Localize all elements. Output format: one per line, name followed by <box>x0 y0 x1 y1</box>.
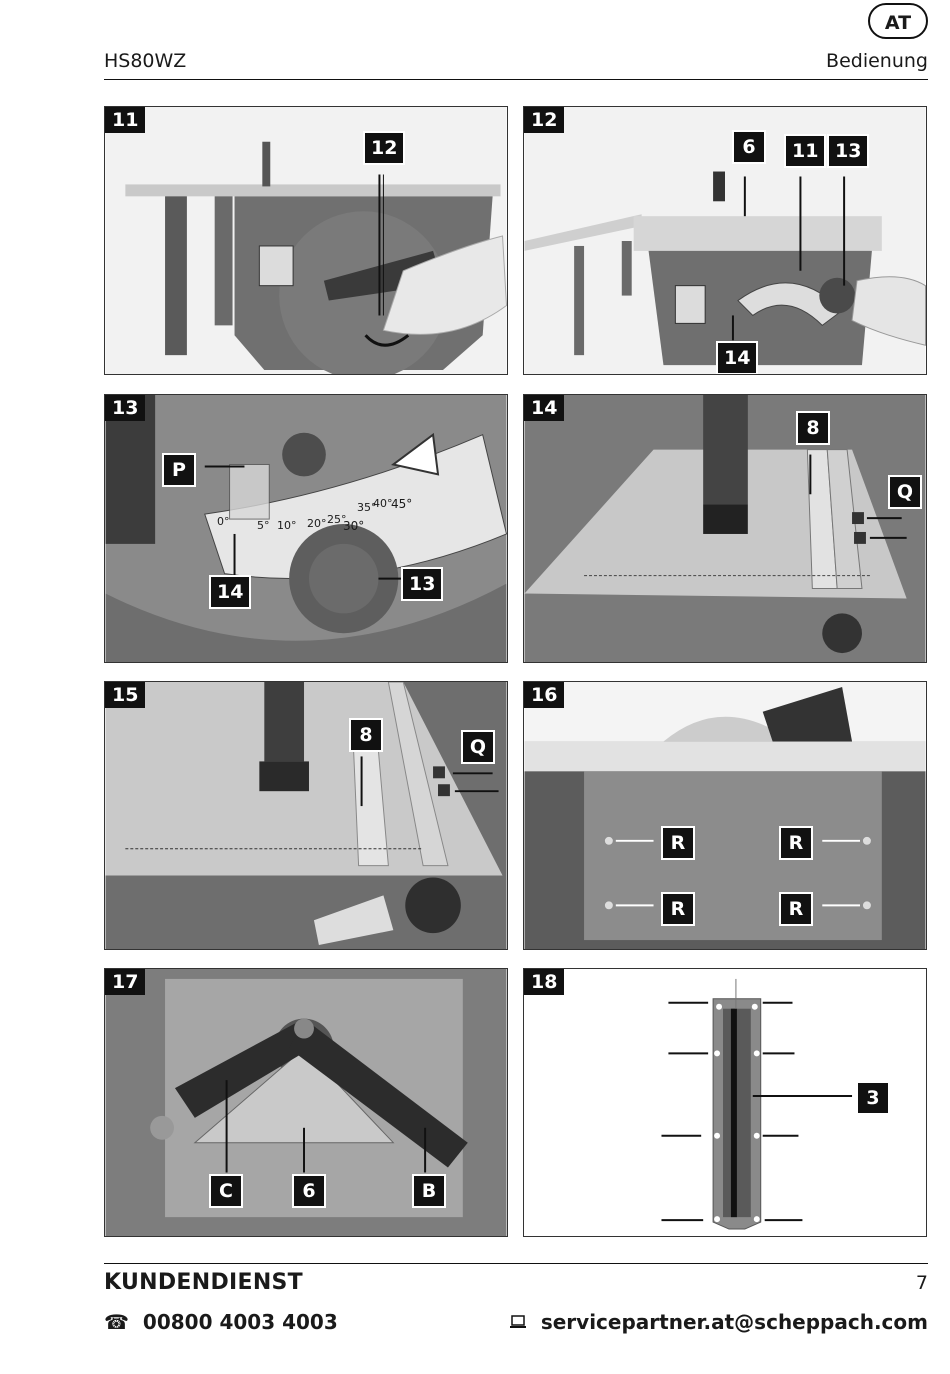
panel-number: 11 <box>105 107 146 133</box>
section-title: Bedienung <box>826 50 928 72</box>
callout-label: 8 <box>796 411 830 445</box>
callout-label: 6 <box>292 1174 326 1208</box>
rip-fence-detail-photo <box>105 682 507 949</box>
scale-label: 35° <box>357 501 377 514</box>
callout-label: 6 <box>732 130 766 164</box>
callout-label: R <box>661 892 695 926</box>
callout-label: R <box>779 826 813 860</box>
scale-label: 5° <box>257 519 270 532</box>
riving-knife-photo <box>105 969 507 1236</box>
saw-front-photo <box>105 107 507 374</box>
panel-number: 13 <box>105 395 146 421</box>
callout-label: 11 <box>784 134 827 168</box>
scale-label: 20° <box>307 517 327 530</box>
table-insert-photo <box>524 969 926 1236</box>
callout-label: P <box>162 453 196 487</box>
laptop-icon <box>509 1310 527 1334</box>
callout-label: 12 <box>363 131 406 165</box>
footer-title: KUNDENDIENST <box>104 1270 303 1295</box>
scale-label: 45° <box>391 497 413 511</box>
rip-fence-photo <box>524 395 926 662</box>
figure-panel-16: 16 R R R R <box>523 681 927 950</box>
figure-panel-11: 11 12 <box>104 106 508 375</box>
callout-label: 8 <box>349 718 383 752</box>
callout-label: B <box>412 1174 446 1208</box>
callout-label: 13 <box>827 134 870 168</box>
panel-number: 16 <box>524 682 565 708</box>
figure-panel-17: 17 C 6 B <box>104 968 508 1237</box>
scale-label: 10° <box>277 519 297 532</box>
figure-panel-18: 18 3 <box>523 968 927 1237</box>
model-name: HS80WZ <box>104 50 187 72</box>
phone-line: ☎ 00800 4003 4003 <box>104 1310 338 1334</box>
panel-number: 15 <box>105 682 146 708</box>
header-divider <box>104 79 928 80</box>
scale-label: 40° <box>373 497 393 510</box>
email-address[interactable]: servicepartner.at@scheppach.com <box>540 1310 928 1334</box>
panel-number: 18 <box>524 969 565 995</box>
phone-number: 00800 4003 4003 <box>142 1310 338 1334</box>
figure-panel-15: 15 8 Q <box>104 681 508 950</box>
country-badge: AT <box>868 3 928 39</box>
scale-label: 25° <box>327 513 347 526</box>
panel-number: 14 <box>524 395 565 421</box>
page-number: 7 <box>915 1272 928 1294</box>
figure-panel-13: 13 0° 5° 10° 20° 25° 30° 35° 40° 45° P 1… <box>104 394 508 663</box>
email-line: servicepartner.at@scheppach.com <box>509 1310 928 1334</box>
callout-label: Q <box>461 730 495 764</box>
callout-label: 14 <box>209 575 252 609</box>
scale-label: 0° <box>217 515 230 528</box>
phone-icon: ☎ <box>104 1310 129 1334</box>
blade-cover-screws-photo <box>524 682 926 949</box>
callout-label: C <box>209 1174 243 1208</box>
figure-panel-12: 12 6 11 13 14 <box>523 106 927 375</box>
callout-label: R <box>661 826 695 860</box>
footer-divider <box>104 1263 928 1264</box>
callout-label: 13 <box>401 567 444 601</box>
bevel-scale-closeup-photo <box>105 395 507 662</box>
panel-number: 17 <box>105 969 146 995</box>
callout-label: Q <box>888 475 922 509</box>
figure-panel-14: 14 8 Q <box>523 394 927 663</box>
scale-label: 30° <box>343 519 365 533</box>
panel-number: 12 <box>524 107 565 133</box>
callout-label: 3 <box>856 1081 890 1115</box>
callout-label: R <box>779 892 813 926</box>
callout-label: 14 <box>716 341 759 374</box>
